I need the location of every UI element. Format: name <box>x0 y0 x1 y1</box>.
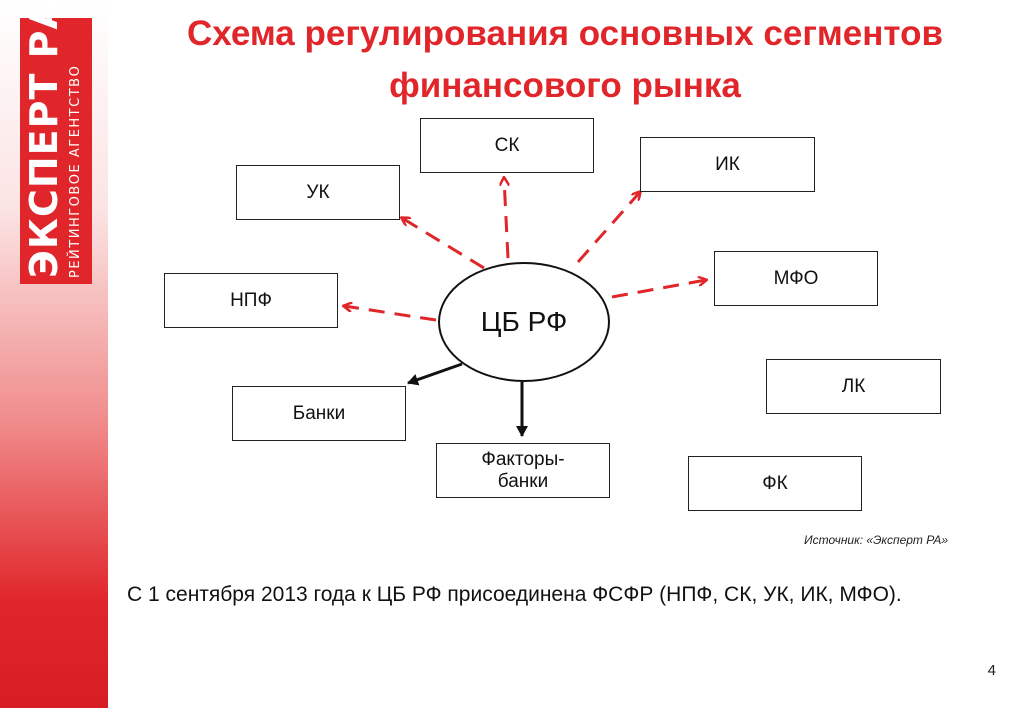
arrow-to-sk <box>504 178 510 259</box>
node-uk: УК <box>236 165 400 220</box>
node-ik: ИК <box>640 137 815 192</box>
node-sk-label: СК <box>494 134 520 156</box>
node-ik-label: ИК <box>715 153 740 175</box>
arrow-to-ik <box>576 192 640 263</box>
logo: ЭКСПЕРТ РА РЕЙТИНГОВОЕ АГЕНТСТВО <box>20 0 92 284</box>
note-text: С 1 сентября 2013 года к ЦБ РФ присоедин… <box>127 583 902 606</box>
source-caption: Источник: «Эксперт РА» <box>804 533 948 547</box>
slide-title: Схема регулирования основных сегментов ф… <box>187 14 943 105</box>
node-cb-rf-label: ЦБ РФ <box>480 306 568 337</box>
node-mfo: МФО <box>714 251 878 306</box>
node-uk-label: УК <box>306 181 330 203</box>
node-fk: ФК <box>688 456 862 511</box>
node-factor-banks: Факторы-банки <box>436 443 610 498</box>
node-sk: СК <box>420 118 594 173</box>
node-banks-label: Банки <box>292 402 346 424</box>
node-fk-label: ФК <box>762 472 788 494</box>
arrow-to-mfo <box>611 280 706 299</box>
arrow-to-banks <box>407 362 463 386</box>
node-factor-banks-label: Факторы-банки <box>481 448 565 492</box>
node-npf-label: НПФ <box>230 289 272 311</box>
page-number: 4 <box>987 662 996 679</box>
node-banks: Банки <box>232 386 406 441</box>
node-mfo-label: МФО <box>773 267 819 289</box>
node-cb-rf: ЦБ РФ <box>438 262 610 382</box>
node-lk: ЛК <box>766 359 941 414</box>
node-lk-label: ЛК <box>841 375 866 397</box>
arrow-to-uk <box>402 218 485 270</box>
node-npf: НПФ <box>164 273 338 328</box>
arrow-to-npf <box>344 306 437 322</box>
